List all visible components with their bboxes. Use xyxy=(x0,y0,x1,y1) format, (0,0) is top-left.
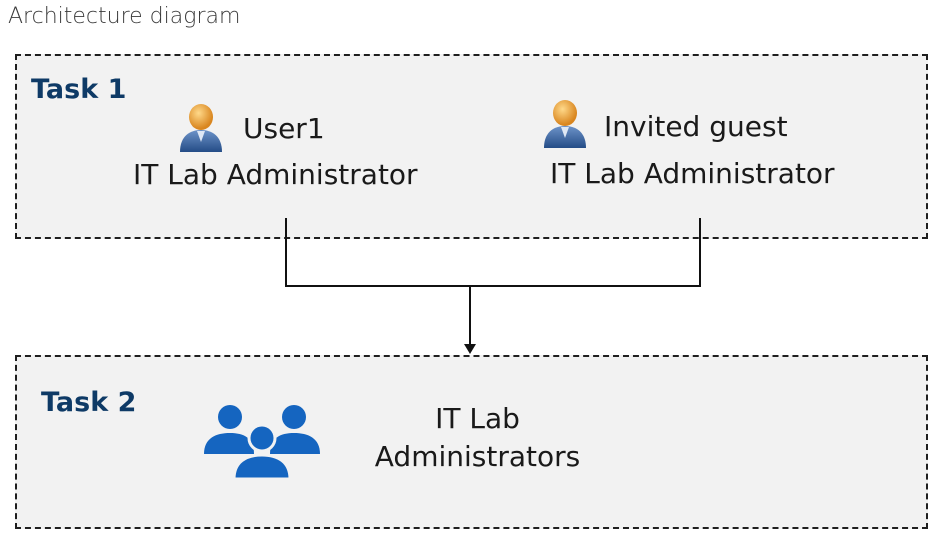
page-title: Architecture diagram xyxy=(8,4,241,29)
task-1-box: Task 1 xyxy=(15,54,928,239)
task-2-label: Task 2 xyxy=(41,387,137,418)
user-icon xyxy=(544,100,586,148)
group-name-line-1: IT Lab xyxy=(435,402,520,435)
group-icon xyxy=(204,405,320,480)
group-name: IT Lab Administrators xyxy=(345,400,610,476)
user-role: IT Lab Administrator xyxy=(133,158,418,191)
group-name-line-2: Administrators xyxy=(374,440,581,473)
arrow-head xyxy=(464,344,476,354)
task-2-box: Task 2 xyxy=(15,355,928,529)
user-role: IT Lab Administrator xyxy=(550,157,835,190)
user-name: Invited guest xyxy=(604,110,788,143)
user-icon xyxy=(180,104,222,152)
task-1-label: Task 1 xyxy=(31,74,127,105)
user-name: User1 xyxy=(243,112,325,145)
